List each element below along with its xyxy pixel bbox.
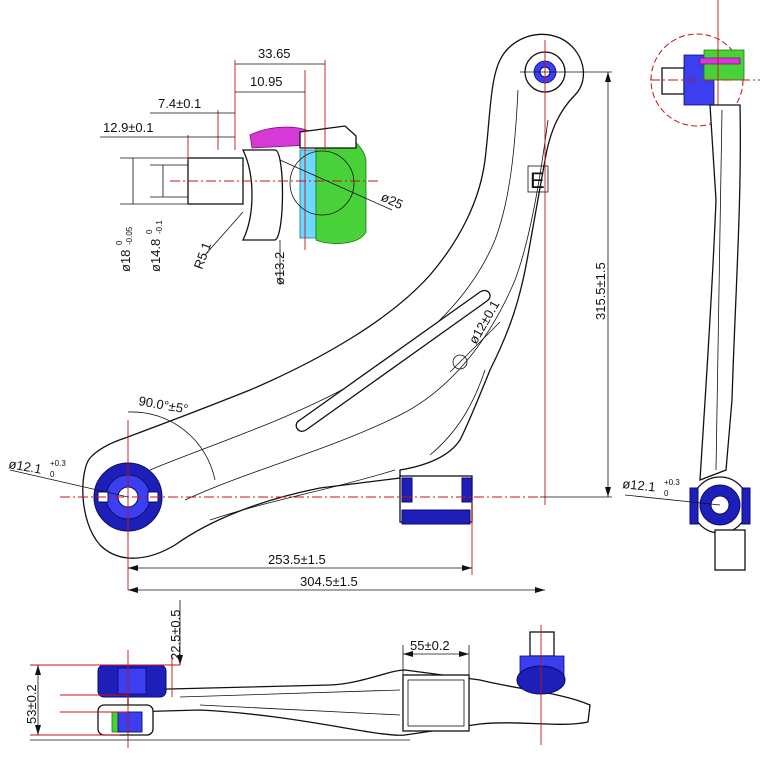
svg-text:-0.1: -0.1 — [155, 220, 164, 234]
svg-text:-0.05: -0.05 — [125, 226, 134, 245]
dim-overall-length: 304.5±1.5 — [300, 574, 358, 589]
dim-taper-diameter: ø14.8 — [148, 239, 163, 272]
svg-text:0: 0 — [664, 489, 669, 498]
side-view-arm — [699, 104, 742, 481]
svg-text:0: 0 — [115, 240, 124, 245]
dim-neck-length: 7.4±0.1 — [158, 96, 201, 111]
ball-outline — [289, 150, 355, 216]
arm-rib-inner — [184, 119, 549, 501]
svg-text:+0.3: +0.3 — [664, 478, 680, 487]
dim-shank-diameter: ø18 — [118, 250, 133, 272]
arm-slot — [295, 289, 491, 432]
dim-bushing-spacing: 253.5±1.5 — [268, 552, 326, 567]
arm-rib-lower — [209, 369, 486, 521]
svg-text:+0.3: +0.3 — [50, 459, 66, 468]
arm-marking: E — [530, 168, 545, 193]
marking-frame — [527, 165, 549, 193]
dim-front-bushing-bore: ø12.1 — [7, 456, 42, 477]
front-view-ball-stud — [516, 625, 566, 745]
side-view: ø12.1 +0.3 0 — [622, 0, 760, 571]
dim-arm-height: 315.5±1.5 — [593, 262, 608, 320]
ball-joint-detail: 33.65 10.95 7.4±0.1 12.9±0.1 ø18 0 -0.05… — [100, 46, 405, 285]
front-view-front-bushing — [97, 664, 167, 736]
housing-green — [309, 134, 367, 244]
dim-neck-radius: R5.1 — [191, 240, 214, 271]
svg-text:0: 0 — [50, 470, 55, 479]
front-view: 22.5±0.5 55±0.2 53±0.2 — [24, 600, 591, 748]
side-view-bushing — [689, 476, 751, 571]
dim-rear-bushing-bore: ø12.1 — [622, 476, 657, 494]
dim-rear-bushing-width: 55±0.2 — [410, 638, 450, 653]
dim-stud-length: 33.65 — [258, 46, 291, 61]
dim-front-bushing-height: 53±0.2 — [24, 684, 39, 724]
slot-hole — [452, 354, 468, 370]
control-arm-plan-view: E — [60, 33, 612, 590]
dim-ball-diameter: ø25 — [379, 189, 406, 212]
arm-outline — [82, 33, 584, 559]
dim-shank-length: 12.9±0.1 — [103, 120, 154, 135]
boot-cyan — [299, 149, 317, 239]
dim-bushing-height-offset: 22.5±0.5 — [168, 609, 183, 660]
front-view-arm — [127, 669, 591, 736]
dim-ball-offset: 10.95 — [250, 74, 283, 89]
front-view-rear-bushing — [402, 674, 470, 732]
housing-cap — [299, 125, 357, 149]
rear-bushing — [399, 475, 473, 525]
dim-neck-diameter: ø13.2 — [272, 252, 287, 285]
svg-text:0: 0 — [145, 229, 154, 234]
stud-neck — [241, 149, 284, 241]
